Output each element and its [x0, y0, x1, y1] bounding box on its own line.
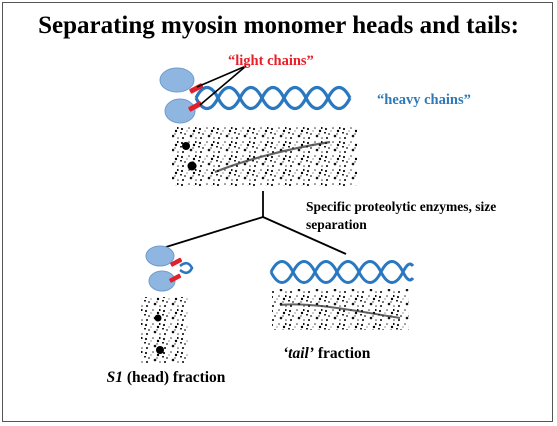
myosin-head-upper [159, 67, 195, 93]
s1-fraction-label: S1 (head) fraction [106, 368, 226, 387]
light-chain-pointer-2 [199, 65, 247, 106]
heavy-chains-label: “heavy chains” [377, 92, 471, 108]
separation-branch [165, 191, 347, 255]
s1-head-lower [148, 270, 176, 292]
tail-fragment-helix [269, 260, 415, 284]
s1-head-upper [145, 245, 175, 267]
light-chains-label: “light chains” [228, 53, 314, 69]
tail-fraction-label: ‘tail’ fraction [283, 345, 370, 363]
em-micrograph-s1 [141, 297, 188, 365]
light-chain-pointer-1 [196, 65, 247, 88]
myosin-head-lower [164, 98, 196, 124]
tail-fraction-word: fraction [314, 345, 371, 362]
s1-head-fraction-word: (head) fraction [122, 369, 226, 386]
light-chain-lower [188, 101, 203, 112]
heavy-chain-helix-a [194, 85, 352, 111]
slide-frame [2, 2, 553, 422]
s1-italic: S1 [106, 369, 123, 386]
tail-italic: ‘tail’ [283, 345, 314, 362]
full-myosin-molecule [159, 65, 352, 124]
slide-title: Separating myosin monomer heads and tail… [38, 12, 519, 39]
heavy-chain-helix-b [194, 85, 352, 111]
s1-head-fragment [145, 245, 194, 292]
enzymes-label: Specific proteolytic enzymes, size separ… [306, 199, 497, 232]
